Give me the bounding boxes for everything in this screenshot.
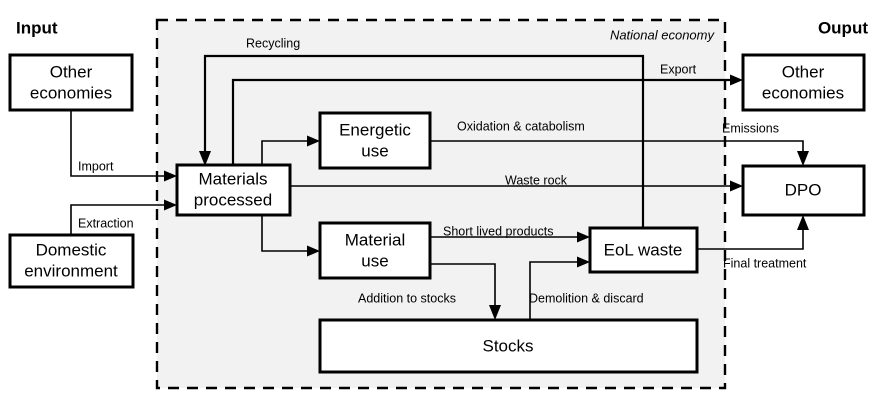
box-material-use-label-line2: use [361, 251, 388, 270]
box-eol-waste-rect [588, 226, 699, 274]
box-domestic-environment-label-line1: Domestic [36, 240, 107, 259]
national-economy-label: National economy [610, 27, 716, 42]
box-output-other-economies[interactable]: Other economies [741, 53, 866, 112]
arrow-head-import [164, 170, 177, 182]
box-dpo-label: DPO [785, 180, 822, 199]
box-dpo[interactable]: DPO [741, 164, 866, 217]
flow-line-extraction [70, 204, 171, 235]
box-output-other-economies-rect [741, 53, 866, 112]
flow-line-export [231, 78, 737, 165]
arrow-head-extraction [164, 199, 177, 211]
arrow-head-recycling [199, 151, 211, 166]
box-energetic-use-rect [318, 111, 432, 170]
box-energetic-use[interactable]: Energetic use [318, 111, 432, 170]
arrow-head-short-lived-products [577, 231, 590, 243]
flow-label-addition-to-stocks: Addition to stocks [358, 291, 456, 305]
input-heading: Input [16, 18, 58, 37]
arrow-head-addition-to-stocks [489, 305, 501, 320]
flow-label-import: Import [78, 159, 114, 173]
box-energetic-use-label-line2: use [361, 141, 388, 160]
flow-label-emissions: Emissions [722, 121, 779, 135]
flow-line-to-energetic-use [261, 140, 314, 165]
box-dpo-rect [741, 164, 866, 217]
box-eol-waste[interactable]: EoL waste [588, 226, 699, 274]
flow-label-extraction: Extraction [78, 216, 134, 230]
arrow-head-material-use [307, 245, 320, 257]
box-material-use-label-line1: Material [345, 230, 405, 249]
box-materials-processed[interactable]: Materials processed [175, 163, 292, 217]
box-input-other-economies-rect [8, 53, 134, 112]
box-materials-processed-label-line2: processed [194, 190, 272, 209]
box-stocks[interactable]: Stocks [318, 318, 699, 374]
flow-label-demolition-discard: Demolition & discard [529, 291, 644, 305]
box-domestic-environment-rect [8, 233, 135, 289]
box-domestic-environment-label-line2: environment [24, 261, 118, 280]
flow-label-short-lived-products: Short lived products [443, 224, 553, 238]
box-energetic-use-label-line1: Energetic [339, 120, 411, 139]
output-heading: Ouput [818, 18, 868, 37]
box-input-other-economies-label-line2: economies [30, 83, 112, 102]
box-material-use-rect [318, 221, 432, 280]
flow-line-addition-to-stocks [430, 263, 496, 313]
arrow-head-waste-rock [730, 180, 743, 192]
flow-label-recycling: Recycling [246, 36, 300, 50]
flow-label-final-treatment: Final treatment [723, 256, 807, 270]
box-materials-processed-rect [175, 163, 292, 217]
flow-line-import [70, 110, 171, 177]
flow-label-oxidation-catabolism: Oxidation & catabolism [457, 119, 585, 133]
flow-line-recycling [203, 54, 645, 228]
flow-label-waste-rock: Waste rock [505, 173, 568, 187]
box-input-other-economies[interactable]: Other economies [8, 53, 134, 112]
arrow-head-demolition-discard [577, 256, 590, 268]
box-output-other-economies-label-line1: Other [782, 62, 825, 81]
arrow-head-export [730, 74, 743, 86]
box-stocks-label: Stocks [482, 336, 533, 355]
box-eol-waste-label: EoL waste [604, 240, 683, 259]
box-material-use[interactable]: Material use [318, 221, 432, 280]
flow-label-export: Export [660, 62, 697, 76]
flow-line-final-treatment [697, 222, 804, 250]
arrow-head-final-treatment [797, 215, 809, 230]
box-materials-processed-label-line1: Materials [199, 169, 268, 188]
box-output-other-economies-label-line2: economies [762, 83, 844, 102]
arrow-head-emissions [797, 151, 809, 166]
flow-line-to-material-use [261, 215, 314, 252]
box-stocks-rect [318, 318, 699, 374]
box-input-other-economies-label-line1: Other [50, 62, 93, 81]
arrow-head-energetic-use [307, 135, 320, 147]
flow-line-demolition-discard [529, 261, 584, 320]
box-domestic-environment[interactable]: Domestic environment [8, 233, 135, 289]
